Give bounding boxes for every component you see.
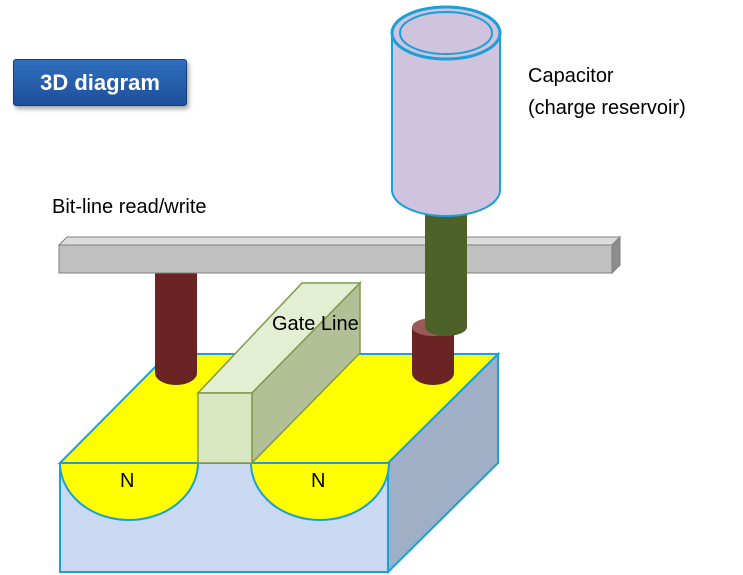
capacitor-cylinder <box>390 5 502 217</box>
capacitor-stem <box>425 205 467 336</box>
n-well-left <box>58 462 200 521</box>
bit-line-label: Bit-line read/write <box>52 196 207 218</box>
bit-line-bar <box>57 235 622 275</box>
bitline-contact-left <box>155 270 197 385</box>
gate-line-label: Gate Line <box>272 313 359 335</box>
n-well-left-label: N <box>120 470 134 492</box>
diagram-title-badge: 3D diagram <box>13 59 187 106</box>
capacitor-sublabel: (charge reservoir) <box>528 97 686 119</box>
capacitor-label: Capacitor <box>528 65 614 87</box>
gate-line-bar <box>196 281 362 465</box>
n-well-right <box>249 462 391 521</box>
n-well-right-label: N <box>311 470 325 492</box>
